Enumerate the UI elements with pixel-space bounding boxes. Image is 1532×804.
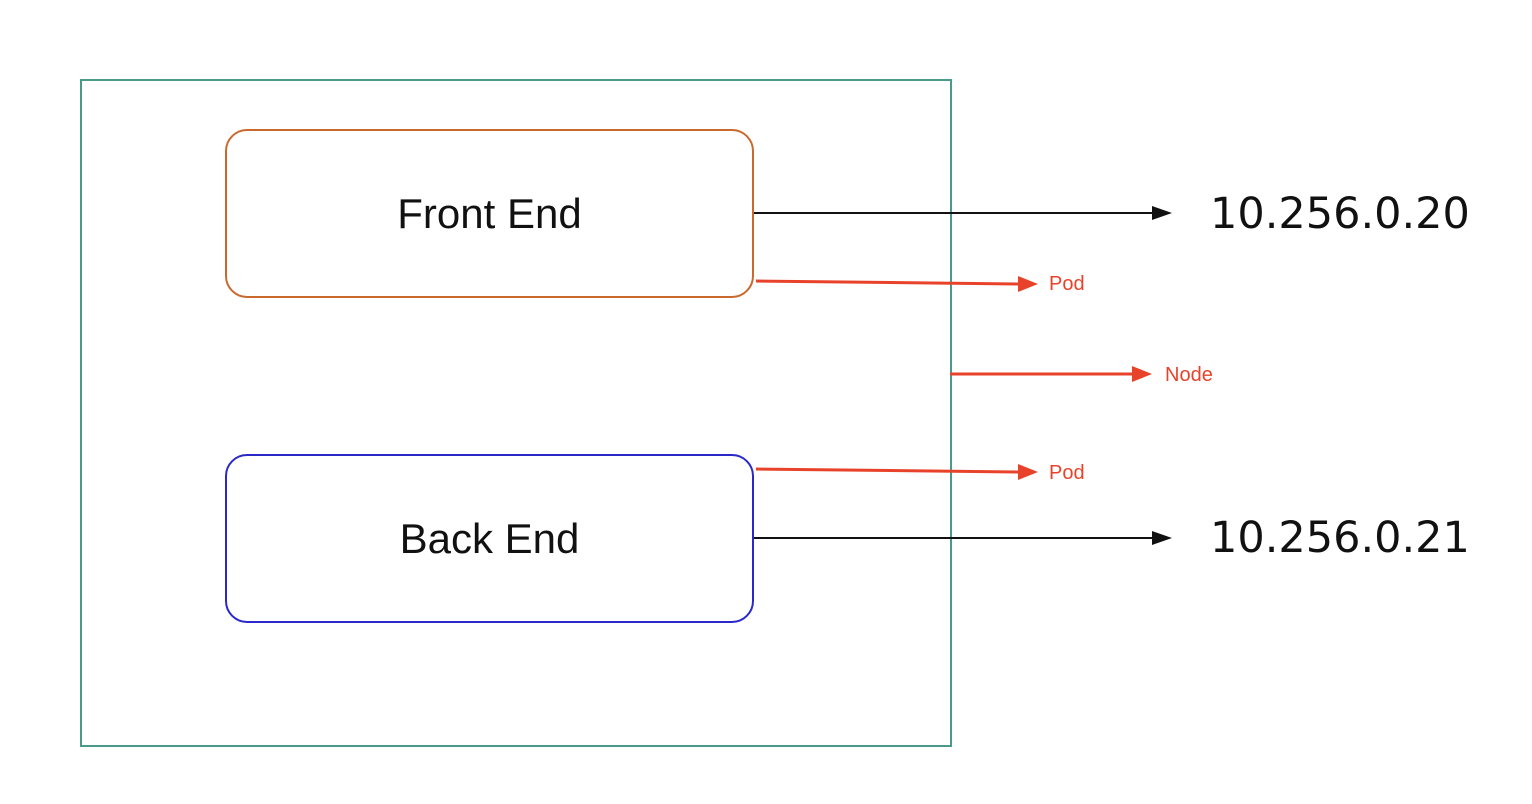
ip-front-end: 10.256.0.20 — [1210, 189, 1470, 239]
arrow-pod-front-annotation — [755, 276, 1038, 292]
arrow-pod-back-annotation — [755, 464, 1038, 480]
pod-front-end-label: Front End — [397, 189, 582, 237]
pod-back-end: Back End — [225, 454, 754, 623]
tag-pod-front: Pod — [1049, 273, 1085, 295]
arrow-back-end-ip — [754, 531, 1172, 545]
pod-back-end-label: Back End — [399, 514, 580, 562]
ip-back-end: 10.256.0.21 — [1210, 513, 1470, 563]
arrow-front-end-ip — [754, 206, 1172, 220]
tag-pod-back: Pod — [1049, 462, 1085, 484]
tag-node: Node — [1165, 364, 1213, 386]
arrow-node-annotation — [950, 366, 1152, 382]
pod-front-end: Front End — [225, 129, 754, 298]
node-box — [80, 79, 952, 747]
